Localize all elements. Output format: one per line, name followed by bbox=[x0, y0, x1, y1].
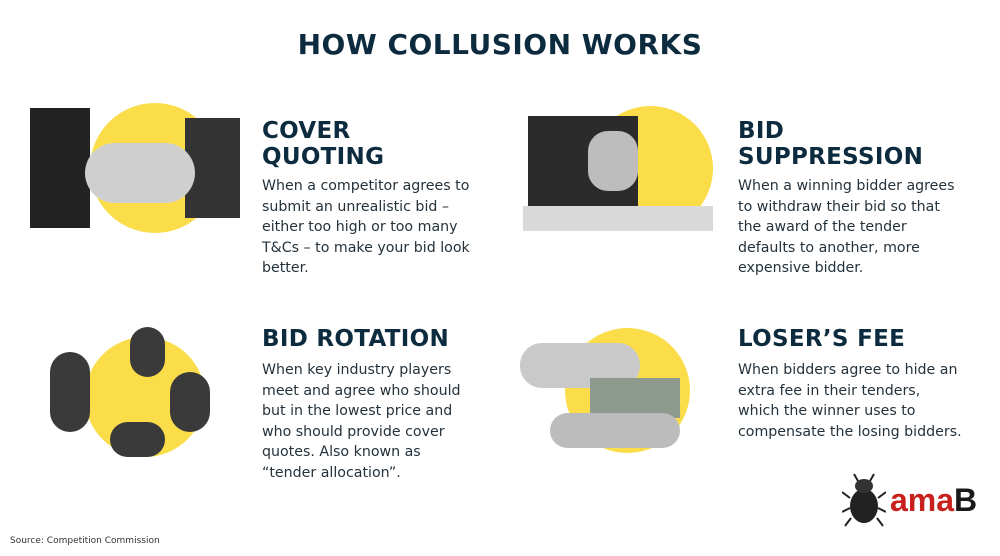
handshake-photo bbox=[25, 98, 245, 238]
amab-logo: amaB bbox=[842, 472, 977, 528]
business-group-photo bbox=[40, 322, 220, 462]
logo-text-b: B bbox=[954, 481, 978, 518]
logo-text-ama: ama bbox=[890, 481, 955, 518]
section-body: When key industry players meet and agree… bbox=[262, 362, 461, 481]
section-bid-suppression: BID SUPPRESSION When a winning bidder ag… bbox=[738, 118, 958, 279]
section-body: When bidders agree to hide an extra fee … bbox=[738, 362, 962, 440]
refusing-hands-photo bbox=[518, 96, 718, 236]
section-heading: COVER QUOTING bbox=[262, 118, 385, 170]
money-exchange-photo bbox=[510, 318, 720, 458]
beetle-icon bbox=[842, 473, 886, 527]
section-losers-fee: LOSER’S FEE When bidders agree to hide a… bbox=[738, 326, 963, 442]
section-heading: BID ROTATION bbox=[262, 326, 450, 352]
section-heading: LOSER’S FEE bbox=[738, 326, 906, 352]
section-body: When a competitor agrees to submit an un… bbox=[262, 178, 470, 277]
section-body: When a winning bidder agrees to withdraw… bbox=[738, 178, 955, 277]
page-title: HOW COLLUSION WORKS bbox=[297, 28, 703, 61]
section-bid-rotation: BID ROTATION When key industry players m… bbox=[262, 326, 477, 484]
section-heading: BID SUPPRESSION bbox=[738, 118, 924, 170]
section-cover-quoting: COVER QUOTING When a competitor agrees t… bbox=[262, 118, 482, 279]
source-note: Source: Competition Commission bbox=[10, 536, 160, 546]
